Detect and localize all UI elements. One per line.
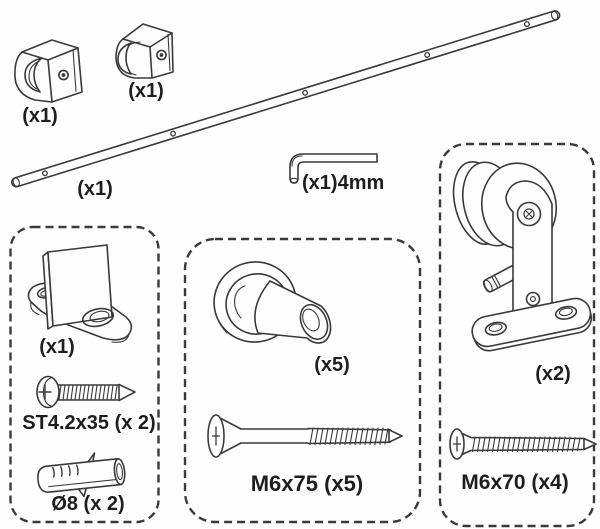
screw-m6x70-label: M6x70 (x4) — [461, 471, 568, 494]
rail-clip-left — [14, 39, 83, 103]
roller-qty-label: (x2) — [535, 363, 571, 385]
roller-hanger — [452, 161, 593, 352]
rail-clip-right — [115, 23, 174, 79]
flat-head-screw-m6x75 — [207, 414, 403, 458]
roller-group-box — [438, 142, 596, 528]
floor-guide-group-box — [9, 225, 160, 524]
wall-anchor — [37, 452, 126, 498]
rail-bar — [10, 10, 561, 188]
spacer-group-box — [183, 237, 422, 524]
clip-right-qty-label: (x1) — [128, 80, 164, 102]
screw-m6x75-label: M6x75 (x5) — [251, 471, 364, 496]
pan-head-screw — [36, 375, 136, 409]
spacer-standoff — [213, 261, 332, 344]
spacer-qty-label: (x5) — [314, 354, 350, 376]
clip-left-qty-label: (x1) — [22, 105, 58, 127]
pan-screw-label: ST4.2x35 (x 2) — [22, 412, 155, 434]
floor-guide-qty-label: (x1) — [39, 336, 75, 358]
hex-key-label: (x1)4mm — [302, 172, 384, 194]
hex-key — [289, 153, 378, 184]
rail-qty-label: (x1) — [77, 178, 113, 200]
wall-anchor-label: Ø8 (x 2) — [51, 493, 124, 515]
flat-head-screw-m6x70 — [449, 428, 597, 460]
floor-guide — [27, 244, 133, 343]
